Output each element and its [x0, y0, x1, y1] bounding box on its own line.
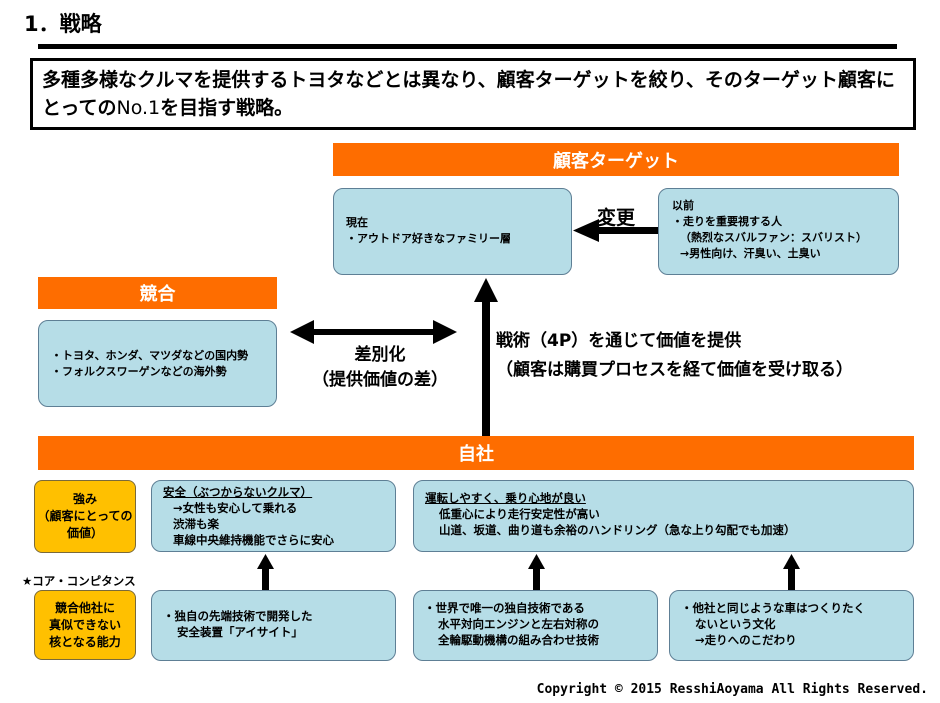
differentiation-title: 差別化 — [354, 345, 406, 365]
value-safety-line1: →女性も安心して乗れる — [173, 501, 298, 515]
value-driving-line2: 山道、坂道、曲り道も余裕のハンドリング（急な上り勾配でも加速） — [439, 523, 796, 537]
summary-text-b: を目指す戦略。 — [160, 97, 294, 119]
current-target-box: 現在 ・アウトドア好きなファミリー層 — [333, 188, 572, 275]
previous-target-result: →男性向け、汗臭い、土臭い — [680, 247, 821, 260]
strategy-subtitle: （顧客は購買プロセスを経て価値を受け取る） — [496, 360, 853, 380]
change-arrow — [573, 219, 658, 242]
differentiation-double-arrow — [290, 320, 457, 344]
strategy-up-arrow — [474, 278, 498, 436]
summary-number: No.1 — [116, 97, 161, 119]
current-target-item: ・アウトドア好きなファミリー層 — [346, 232, 511, 245]
previous-target-heading: 以前 — [672, 199, 694, 212]
core-label-line3: 核となる能力 — [49, 634, 121, 649]
value-driving-box: 運転しやすく、乗り心地が良い 低重心により走行安定性が高い 山道、坂道、曲り道も… — [413, 480, 914, 552]
competitors-box: ・トヨタ、ホンダ、マツダなどの国内勢 ・フォルクスワーゲンなどの海外勢 — [38, 320, 277, 407]
core-engine-line1: ・世界で唯一の独自技術である — [424, 601, 585, 615]
core-competence-heading: ★コア・コンピタンス — [22, 574, 136, 588]
value-safety-title: 安全 — [163, 485, 186, 499]
core-culture-box: ・他社と同じような車はつくりたく ないという文化 →走りへのこだわり — [669, 590, 914, 661]
core-engine-line3: 全輪駆動機構の組み合わせ技術 — [438, 633, 599, 647]
core-label-line2: 真似できない — [48, 617, 121, 632]
strategy-label: 戦術（4P）を通じて価値を提供 （顧客は購買プロセスを経て価値を受け取る） — [496, 327, 853, 385]
change-label: 変更 — [597, 207, 636, 229]
core-culture-line3: →走りへのこだわり — [695, 633, 797, 647]
previous-target-detail: （熱烈なスバルファン：スバリスト） — [680, 231, 867, 244]
core-label-line1: 競合他社に — [54, 600, 115, 615]
competitor-overseas: ・フォルクスワーゲンなどの海外勢 — [51, 365, 227, 378]
value-safety-line3: 車線中央維持機能でさらに安心 — [173, 533, 334, 547]
core-competence-label-box: 競合他社に 真似できない 核となる能力 — [34, 590, 136, 660]
competition-header: 競合 — [38, 277, 277, 309]
previous-target-item: ・走りを重要視する人 — [672, 215, 782, 228]
core-engine-line2: 水平対向エンジンと左右対称の — [438, 617, 599, 631]
summary-text-a: 多種多様なクルマを提供するトヨタなどとは異なり、顧客ターゲットを絞り、そのターゲ… — [42, 69, 895, 119]
core-eyesight-box: ・独自の先端技術で開発した 安全装置「アイサイト」 — [151, 590, 396, 661]
page-title: 1．戦略 — [24, 12, 102, 36]
value-safety-line2: 渋滞も楽 — [173, 517, 219, 531]
value-driving-line1: 低重心により走行安定性が高い — [439, 507, 600, 521]
customer-target-header-label: 顧客ターゲット — [553, 150, 679, 172]
value-safety-box: 安全（ぶつからないクルマ） →女性も安心して乗れる 渋滞も楽 車線中央維持機能で… — [151, 480, 396, 552]
strength-label-line1: 強み — [72, 492, 97, 506]
differentiation-label: 差別化 （提供価値の差） — [291, 343, 469, 393]
current-target-heading: 現在 — [346, 216, 368, 229]
value-driving-title: 運転しやすく、乗り心地が良い — [425, 491, 586, 505]
strength-label-line2: （顧客にとっての — [37, 509, 133, 523]
differentiation-subtitle: （提供価値の差） — [312, 370, 448, 390]
customer-target-header: 顧客ターゲット — [333, 143, 899, 176]
strategy-title: 戦術（4P）を通じて価値を提供 — [496, 331, 742, 351]
strength-label-box: 強み （顧客にとっての 価値） — [34, 480, 136, 553]
core-culture-line2: ないという文化 — [695, 617, 776, 631]
core-engine-box: ・世界で唯一の独自技術である 水平対向エンジンと左右対称の 全輪駆動機構の組み合… — [413, 590, 658, 661]
value-safety-subtitle: （ぶつからないクルマ） — [186, 485, 313, 499]
core-engine-to-driving-arrow — [528, 554, 545, 590]
strategy-summary-box: 多種多様なクルマを提供するトヨタなどとは異なり、顧客ターゲットを絞り、そのターゲ… — [30, 58, 916, 130]
core-culture-to-driving-arrow — [783, 554, 800, 590]
core-to-safety-arrow — [257, 554, 274, 590]
company-header-label: 自社 — [458, 444, 494, 465]
competitor-domestic: ・トヨタ、ホンダ、マツダなどの国内勢 — [51, 349, 249, 362]
company-header: 自社 — [38, 436, 914, 470]
copyright: Copyright © 2015 ResshiAoyama All Rights… — [536, 682, 928, 697]
core-eyesight-line2: 安全装置「アイサイト」 — [177, 625, 303, 639]
competition-header-label: 競合 — [139, 284, 176, 305]
previous-target-box: 以前 ・走りを重要視する人 （熱烈なスバルファン：スバリスト） →男性向け、汗臭… — [658, 188, 899, 275]
core-eyesight-line1: ・独自の先端技術で開発した — [163, 609, 313, 623]
title-divider — [38, 44, 897, 49]
strength-label-line3: 価値） — [66, 526, 103, 540]
core-culture-line1: ・他社と同じような車はつくりたく — [681, 601, 865, 615]
